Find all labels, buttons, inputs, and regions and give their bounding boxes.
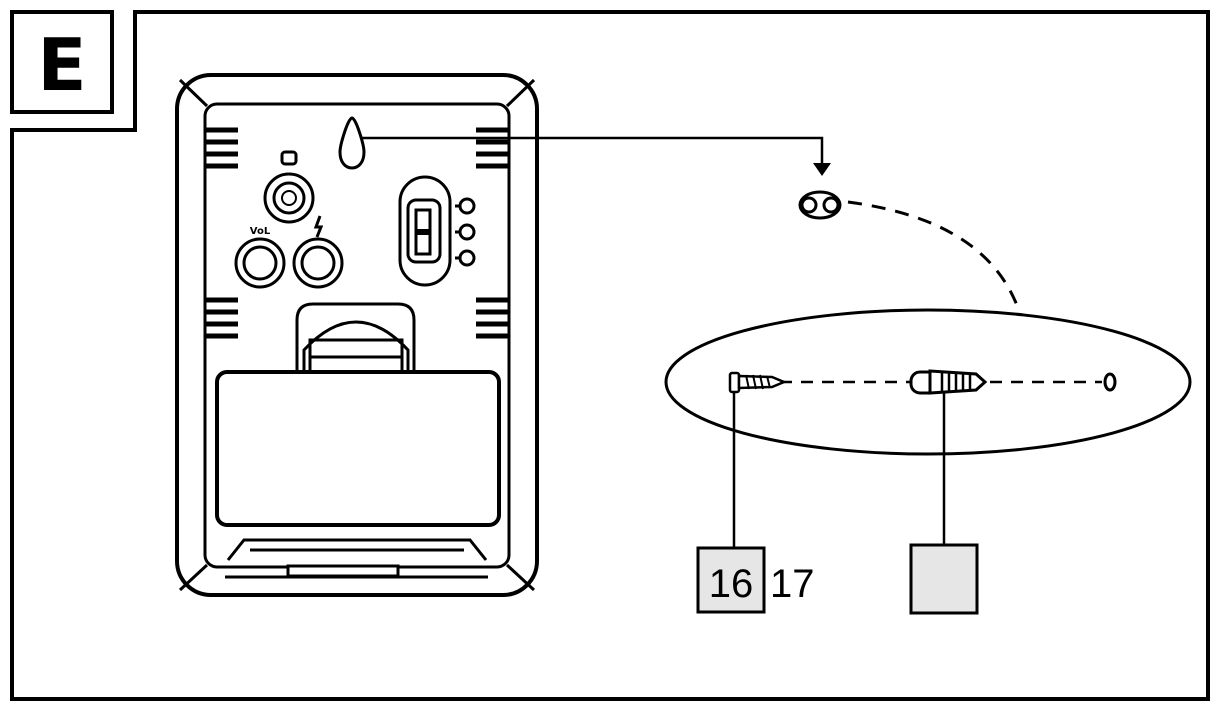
slide-switch <box>398 175 476 287</box>
section-label-box: E <box>10 10 114 114</box>
detail-dashed-arc <box>847 200 1020 309</box>
screw-callout-number: 16 <box>709 562 754 606</box>
section-letter: E <box>37 23 86 107</box>
left-vents-lower <box>205 297 238 339</box>
wall-hole-icon <box>1103 372 1117 392</box>
keyhole-slot <box>338 116 366 170</box>
top-button <box>263 150 315 224</box>
screw-callout: 16 <box>696 546 766 614</box>
left-vents-upper <box>205 127 238 169</box>
lightning-icon <box>313 215 324 238</box>
screw-icon <box>728 371 788 394</box>
screw-head-icon <box>798 190 842 220</box>
anchor-callout-number: 17 <box>770 562 815 606</box>
volume-label: VoL <box>250 226 271 237</box>
button-symbol-icon <box>280 150 298 166</box>
right-vents-upper <box>476 127 509 169</box>
light-button <box>292 215 344 289</box>
wall-anchor-icon <box>909 369 988 395</box>
device-back: VoL <box>175 73 539 597</box>
switch-position-icon-middle <box>458 223 476 241</box>
right-vents-lower <box>476 297 509 339</box>
switch-position-icon-bottom <box>458 249 476 267</box>
volume-button: VoL <box>234 226 286 289</box>
outer-frame <box>10 10 1210 701</box>
bottom-foot <box>225 538 488 579</box>
battery-cover <box>215 370 501 527</box>
keyhole-leader-arrow <box>360 136 831 176</box>
stand-hinge <box>295 302 416 372</box>
switch-position-icon-top <box>458 197 476 215</box>
corner-facets <box>178 78 536 592</box>
hole-callout <box>909 543 979 615</box>
